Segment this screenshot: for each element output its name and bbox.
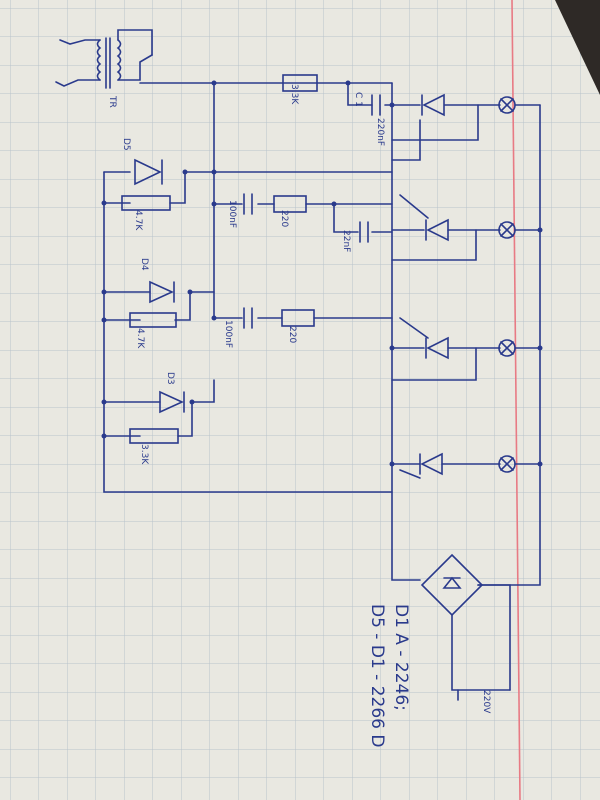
label-c4-value: 100nF [223,320,233,348]
resistor-r2 [273,195,307,213]
resistor-r5 [121,195,171,211]
label-c2-value: 100nF [227,200,237,228]
label-d4: D4 [139,258,149,271]
lamp-2 [498,221,516,239]
label-c1-value: 220nF [375,118,385,146]
resistor-r4 [129,312,177,328]
diode-d3 [159,390,185,414]
lamp-1 [498,96,516,114]
label-r5: 4.7K [133,210,143,231]
label-r2: 220 [279,210,289,227]
thyristor-1 [421,93,445,117]
thyristor-4 [419,452,443,476]
label-r4: 4.7K [135,328,145,349]
resistor-r1 [282,74,318,92]
margin-line [511,0,521,800]
label-c1-name: C 1 [353,92,363,107]
dark-corner [555,0,600,95]
resistor-r3 [281,309,315,327]
diode-d4 [149,280,175,304]
resistor-r6 [129,428,179,444]
label-transformer: TR [107,95,117,108]
note-line-2: D5 - D1 - 2266 D [367,604,387,747]
lamp-3 [498,339,516,357]
thyristor-2 [425,218,449,242]
label-r3: 220 [287,326,297,343]
label-d3: D3 [165,372,175,385]
note-line-1: D1 A - 2246; [391,604,411,711]
label-d5: D5 [121,138,131,151]
label-r1: 3.3K [289,84,299,105]
transformer [55,29,153,89]
label-c3-value: 22nF [341,230,351,252]
capacitor-c3 [359,221,369,243]
capacitor-c2 [243,193,253,215]
diode-d5 [134,158,163,186]
junctions [101,80,543,467]
thyristor-3 [425,336,449,360]
lamp-4 [498,455,516,473]
label-mains: 220V [481,690,491,714]
capacitor-c4 [243,307,253,329]
label-r6: 3.3K [139,444,149,465]
bridge-diode [442,576,462,589]
capacitor-c1 [371,94,381,116]
